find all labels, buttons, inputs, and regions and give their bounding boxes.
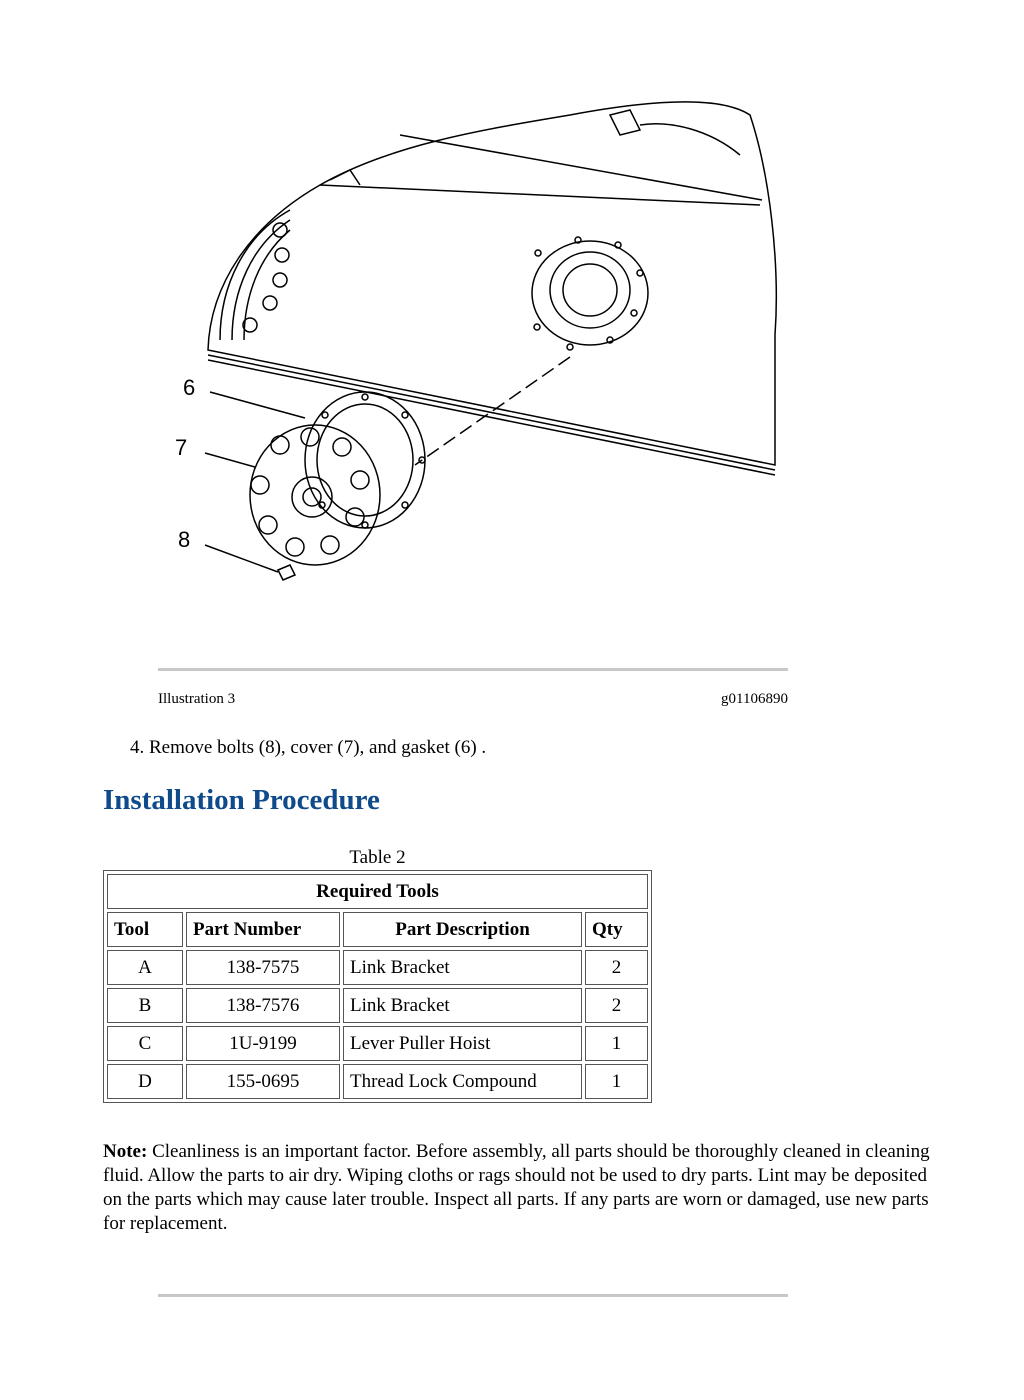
cell-part-description: Thread Lock Compound bbox=[343, 1064, 582, 1099]
col-header-tool: Tool bbox=[107, 912, 183, 947]
callout-8: 8 bbox=[178, 527, 190, 552]
required-tools-table: Required Tools Tool Part Number Part Des… bbox=[103, 870, 652, 1103]
table-row: D 155-0695 Thread Lock Compound 1 bbox=[107, 1064, 648, 1099]
cell-part-number: 1U-9199 bbox=[186, 1026, 340, 1061]
cell-qty: 2 bbox=[585, 988, 648, 1023]
table-row: C 1U-9199 Lever Puller Hoist 1 bbox=[107, 1026, 648, 1061]
cell-part-number: 138-7576 bbox=[186, 988, 340, 1023]
callout-7: 7 bbox=[175, 435, 187, 460]
cell-part-number: 138-7575 bbox=[186, 950, 340, 985]
cell-part-number: 155-0695 bbox=[186, 1064, 340, 1099]
cell-part-description: Link Bracket bbox=[343, 950, 582, 985]
cell-qty: 2 bbox=[585, 950, 648, 985]
technical-illustration: 6 7 8 bbox=[150, 85, 790, 605]
note-text: Cleanliness is an important factor. Befo… bbox=[103, 1141, 930, 1234]
col-header-part-number: Part Number bbox=[186, 912, 340, 947]
table-title-row: Required Tools bbox=[107, 874, 648, 909]
table-row: A 138-7575 Link Bracket 2 bbox=[107, 950, 648, 985]
callout-6: 6 bbox=[183, 375, 195, 400]
cell-tool: B bbox=[107, 988, 183, 1023]
table-row: B 138-7576 Link Bracket 2 bbox=[107, 988, 648, 1023]
cell-tool: A bbox=[107, 950, 183, 985]
divider-top bbox=[158, 668, 788, 671]
step-4: 4. Remove bolts (8), cover (7), and gask… bbox=[130, 737, 487, 758]
note-label: Note: bbox=[103, 1141, 148, 1162]
section-title: Installation Procedure bbox=[103, 784, 380, 816]
cell-qty: 1 bbox=[585, 1026, 648, 1061]
cell-tool: C bbox=[107, 1026, 183, 1061]
cell-part-description: Link Bracket bbox=[343, 988, 582, 1023]
col-header-part-description: Part Description bbox=[343, 912, 582, 947]
cell-qty: 1 bbox=[585, 1064, 648, 1099]
table-header-row: Tool Part Number Part Description Qty bbox=[107, 912, 648, 947]
exploded-cover-drawing: 6 7 8 bbox=[175, 101, 777, 581]
note-paragraph: Note: Cleanliness is an important factor… bbox=[103, 1140, 933, 1236]
cell-tool: D bbox=[107, 1064, 183, 1099]
caption-label: Illustration 3 bbox=[158, 691, 236, 707]
table-title: Required Tools bbox=[107, 874, 648, 909]
col-header-qty: Qty bbox=[585, 912, 648, 947]
divider-bottom bbox=[158, 1294, 788, 1297]
caption-id: g01106890 bbox=[721, 691, 788, 707]
cell-part-description: Lever Puller Hoist bbox=[343, 1026, 582, 1061]
table-caption: Table 2 bbox=[349, 847, 406, 868]
